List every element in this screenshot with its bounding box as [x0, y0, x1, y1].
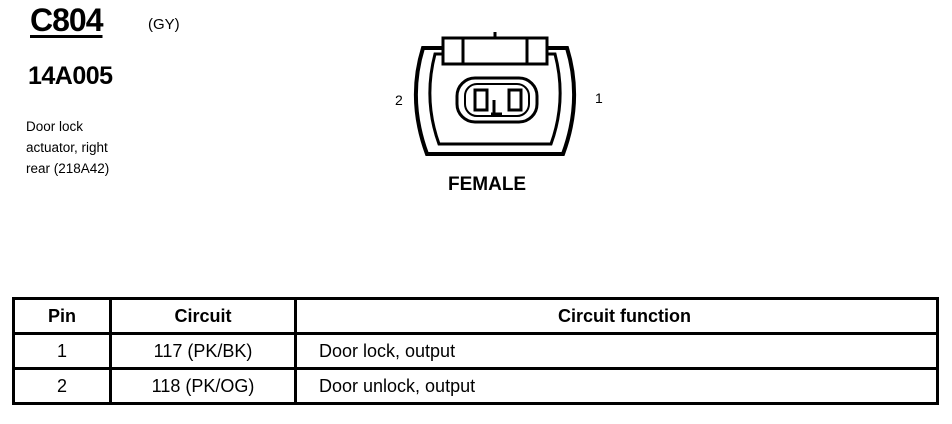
pin-2-terminal	[473, 88, 489, 112]
cavity-inner	[464, 83, 530, 117]
connector-housing-inner	[428, 52, 562, 146]
pin-label-1: 1	[595, 90, 603, 106]
header-function: Circuit function	[294, 297, 939, 335]
part-number: 14A005	[28, 62, 113, 90]
connector-face-diagram	[413, 32, 577, 156]
row-circuit: 118 (PK/OG)	[109, 367, 297, 405]
row-circuit: 117 (PK/BK)	[109, 332, 297, 370]
pin-label-2: 2	[395, 92, 403, 108]
table-row: 2 118 (PK/OG) Door unlock, output	[12, 367, 939, 405]
row-function: Door lock, output	[294, 332, 939, 370]
connector-gender: FEMALE	[448, 174, 527, 195]
header-pin: Pin	[12, 297, 112, 335]
row-function: Door unlock, output	[294, 367, 939, 405]
header-circuit: Circuit	[109, 297, 297, 335]
connector-id: C804	[30, 2, 103, 38]
table-row: 1 117 (PK/BK) Door lock, output	[12, 332, 939, 370]
connector-description: Door lock actuator, right rear (218A42)	[26, 119, 110, 176]
table-header-row: Pin Circuit Circuit function	[12, 297, 939, 335]
pin-1-terminal	[507, 88, 523, 112]
connector-housing-outer	[413, 46, 577, 156]
row-pin: 2	[12, 367, 112, 405]
pin-table: Pin Circuit Circuit function 1 117 (PK/B…	[12, 297, 939, 405]
row-pin: 1	[12, 332, 112, 370]
latch-tab	[441, 36, 549, 66]
color-code: (GY)	[148, 16, 180, 33]
